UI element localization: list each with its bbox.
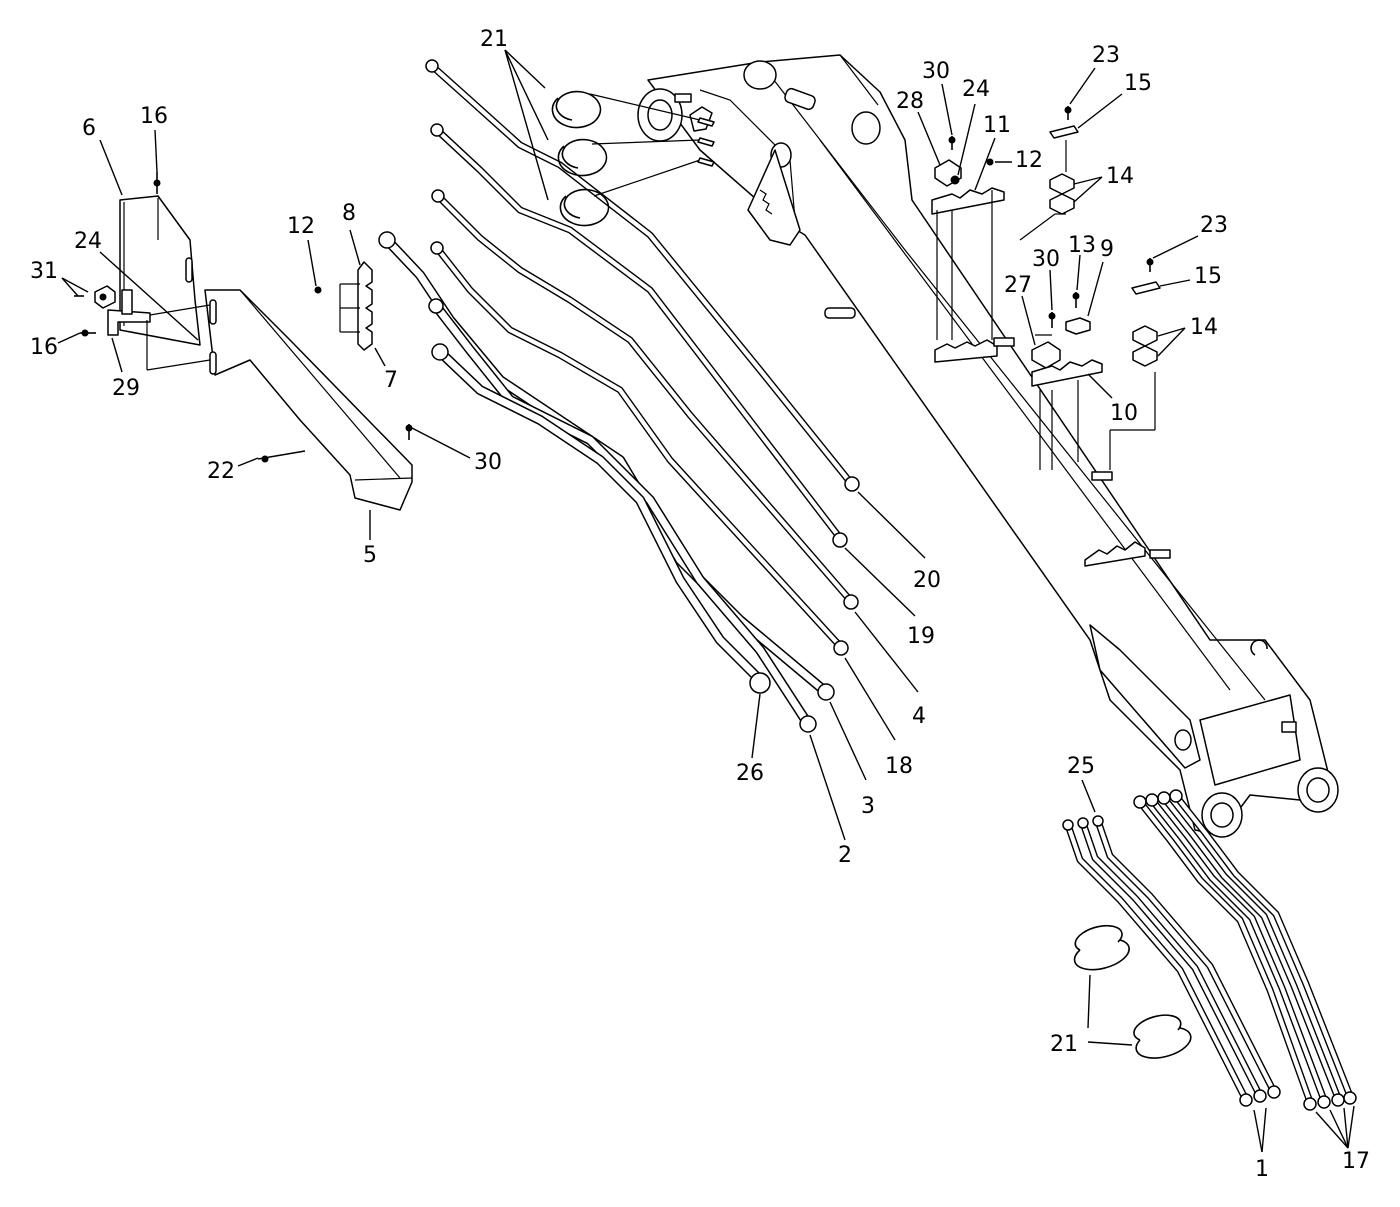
callout-label: 26 [736, 761, 764, 786]
callout-label: 2 [838, 843, 852, 868]
callout-label: 9 [1100, 237, 1114, 262]
boom-arm [637, 54, 1339, 838]
callout-label: 28 [896, 89, 924, 114]
callout-label: 30 [1032, 247, 1060, 272]
callout-label: 16 [30, 335, 58, 360]
callout-label: 31 [30, 259, 58, 284]
lower-hose-bundle [1062, 789, 1357, 1111]
clamp-set-upper [931, 106, 1079, 363]
callout-label: 27 [1004, 273, 1032, 298]
callout-label: 29 [112, 376, 140, 401]
callout-label: 12 [287, 214, 315, 239]
callout-label: 1 [1255, 1157, 1269, 1182]
callout-label: 23 [1092, 43, 1120, 68]
callout-label: 18 [885, 754, 913, 779]
callout-label: 14 [1106, 164, 1134, 189]
leader-lines [57, 49, 1355, 1153]
callout-label: 19 [907, 624, 935, 649]
callout-label: 15 [1194, 264, 1222, 289]
hose-18 [433, 244, 844, 650]
callout-label: 10 [1110, 401, 1138, 426]
callout-label: 22 [207, 459, 235, 484]
callout-label: 5 [363, 543, 377, 568]
clamp-set-middle [1031, 258, 1161, 470]
callout-label: 12 [1015, 148, 1043, 173]
callout-labels: 21 6 16 24 31 16 29 12 8 7 22 30 5 26 2 … [30, 27, 1370, 1182]
callout-label: 11 [983, 113, 1011, 138]
callout-label: 20 [913, 568, 941, 593]
callout-label: 8 [342, 201, 356, 226]
callout-label: 14 [1190, 315, 1218, 340]
callout-label: 24 [74, 229, 102, 254]
guard-assembly [74, 172, 413, 511]
callout-label: 23 [1200, 213, 1228, 238]
callout-label: 7 [384, 368, 398, 393]
callout-label: 30 [922, 59, 950, 84]
callout-label: 13 [1068, 233, 1096, 258]
callout-label: 16 [140, 104, 168, 129]
clamp-7-8 [314, 261, 373, 351]
hose-rings-upper [551, 90, 715, 227]
callout-label: 25 [1067, 754, 1095, 779]
hydraulic-lines-group [378, 59, 860, 733]
callout-label: 21 [1050, 1032, 1078, 1057]
callout-label: 3 [861, 794, 875, 819]
callout-label: 4 [912, 704, 926, 729]
callout-label: 24 [962, 77, 990, 102]
callout-label: 15 [1124, 71, 1152, 96]
callout-label: 30 [474, 450, 502, 475]
callout-label: 21 [480, 27, 508, 52]
callout-label: 6 [82, 116, 96, 141]
callout-label: 17 [1342, 1149, 1370, 1174]
